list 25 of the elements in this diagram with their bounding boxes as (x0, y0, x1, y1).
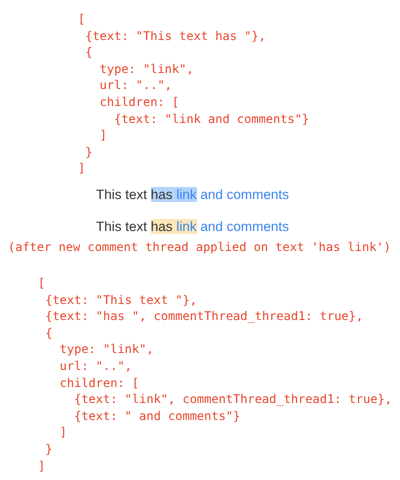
code-line: type: "link", (100, 62, 194, 76)
sample-sentence: This text has link and comments (96, 218, 289, 235)
code-line: url: "..", (60, 359, 132, 373)
code-line: url: "..", (100, 78, 172, 92)
code-line: {text: " and comments"} (74, 408, 240, 423)
code-line: { (45, 326, 52, 340)
code-line: children: [ (100, 95, 180, 109)
code-line: ] (100, 128, 107, 142)
caption-note: (after new comment thread applied on text 'has link') (8, 240, 391, 254)
code-line: } (45, 442, 52, 456)
sample-sentence: This text has link and comments (96, 186, 289, 203)
code-line: ] (38, 458, 46, 473)
code-line: ] (78, 161, 86, 176)
code-line: } (85, 144, 92, 159)
code-line: { (85, 45, 92, 60)
code-line: {text: "This text has "}, (85, 28, 266, 43)
code-line: {text: "link and comments"} (114, 112, 310, 126)
code-line: {text: "link", commentThread_thread1: true}, (74, 392, 392, 406)
code-line: type: "link", (60, 342, 154, 356)
code-line: [ (38, 276, 46, 290)
code-line: {text: "has ", commentThread_thread1: true}, (45, 309, 364, 324)
code-line: {text: "This text "}, (45, 292, 197, 307)
code-line: ] (60, 425, 67, 440)
code-line: children: [ (60, 376, 140, 390)
code-line: [ (78, 12, 86, 26)
